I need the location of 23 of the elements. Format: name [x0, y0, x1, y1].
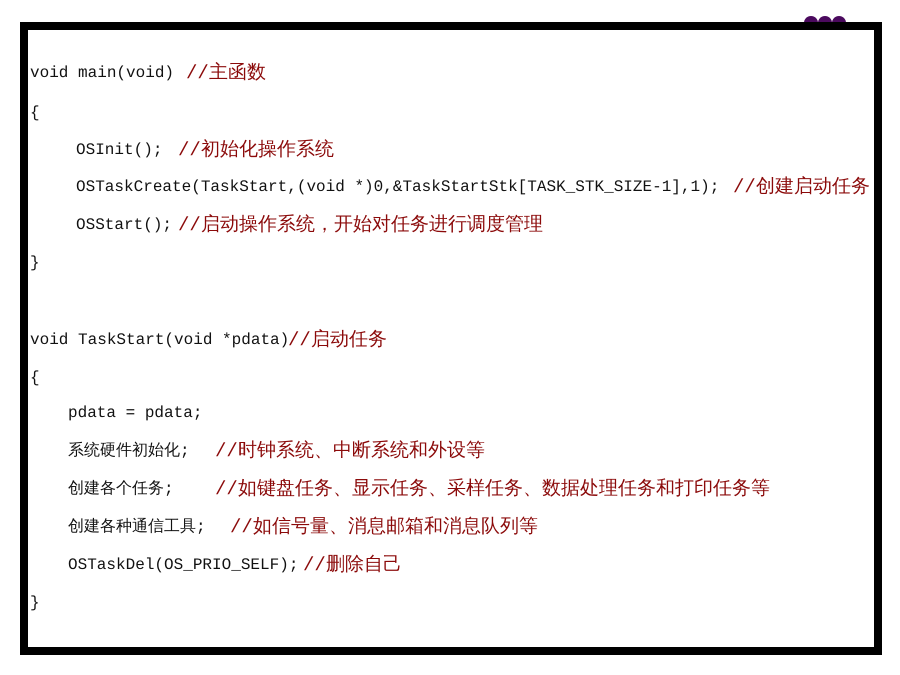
code-comment: //启动操作系统，开始对任务进行调度管理	[178, 214, 543, 236]
code-comment: //如信号量、消息邮箱和消息队列等	[230, 516, 538, 538]
code-line: OSTaskCreate(TaskStart,(void *)0,&TaskStartStk[TASK_STK_SIZE-1],1);	[76, 177, 720, 198]
code-line: void main(void)	[30, 63, 174, 84]
code-line: 创建各种通信工具;	[68, 516, 206, 538]
code-line: OSStart();	[76, 215, 172, 236]
code-comment: //初始化操作系统	[178, 139, 334, 161]
code-comment: //主函数	[186, 62, 266, 84]
code-line: }	[30, 253, 40, 274]
code-comment: //如键盘任务、显示任务、采样任务、数据处理任务和打印任务等	[215, 478, 770, 500]
code-comment: //启动任务	[288, 329, 387, 351]
code-line: OSTaskDel(OS_PRIO_SELF);	[68, 555, 298, 576]
code-line: pdata = pdata;	[68, 403, 202, 424]
code-line: }	[30, 593, 40, 614]
code-comment: //删除自己	[303, 554, 402, 576]
code-line: {	[30, 103, 40, 124]
code-line: {	[30, 368, 40, 389]
code-line: void TaskStart(void *pdata)	[30, 330, 290, 351]
code-comment: //时钟系统、中断系统和外设等	[215, 440, 485, 462]
code-comment: //创建启动任务	[733, 176, 870, 198]
code-line: OSInit();	[76, 140, 162, 161]
code-line: 创建各个任务;	[68, 478, 174, 500]
code-line: 系统硬件初始化;	[68, 440, 190, 462]
